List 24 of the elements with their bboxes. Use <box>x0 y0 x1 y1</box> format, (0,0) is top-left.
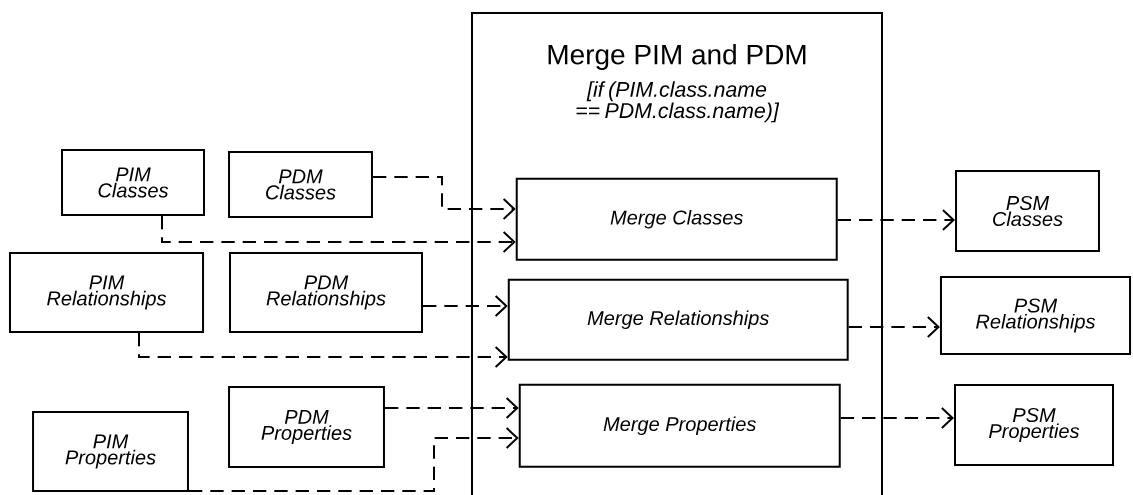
model-box: PIM Properties <box>32 411 189 492</box>
condition-text: [if (PIM.class.name == PDM.class.name)] <box>576 81 780 123</box>
arrow <box>138 331 508 368</box>
group-title: Merge PIM and PDM <box>548 43 806 71</box>
model-box: PDM Relationships <box>229 252 423 333</box>
process-box: Merge Relationships <box>507 278 849 361</box>
process-box: Merge Properties <box>518 383 841 468</box>
model-box: PDM Properties <box>228 386 385 468</box>
arrow <box>422 295 508 317</box>
model-box: PSM Properties <box>954 384 1114 466</box>
model-box: PSM Relationships <box>939 275 1132 356</box>
model-box: PSM Classes <box>955 170 1100 252</box>
model-box: PIM Relationships <box>8 252 205 333</box>
arrow <box>161 215 516 253</box>
arrow <box>839 407 954 429</box>
arrow <box>847 316 940 338</box>
arrow <box>383 397 519 419</box>
model-box: PDM Classes <box>228 150 373 218</box>
model-box: PIM Classes <box>61 148 205 217</box>
process-box: Merge Classes <box>515 177 838 261</box>
group-box <box>471 12 883 495</box>
arrow <box>188 427 519 492</box>
arrow <box>371 176 516 220</box>
arrow <box>836 209 956 231</box>
